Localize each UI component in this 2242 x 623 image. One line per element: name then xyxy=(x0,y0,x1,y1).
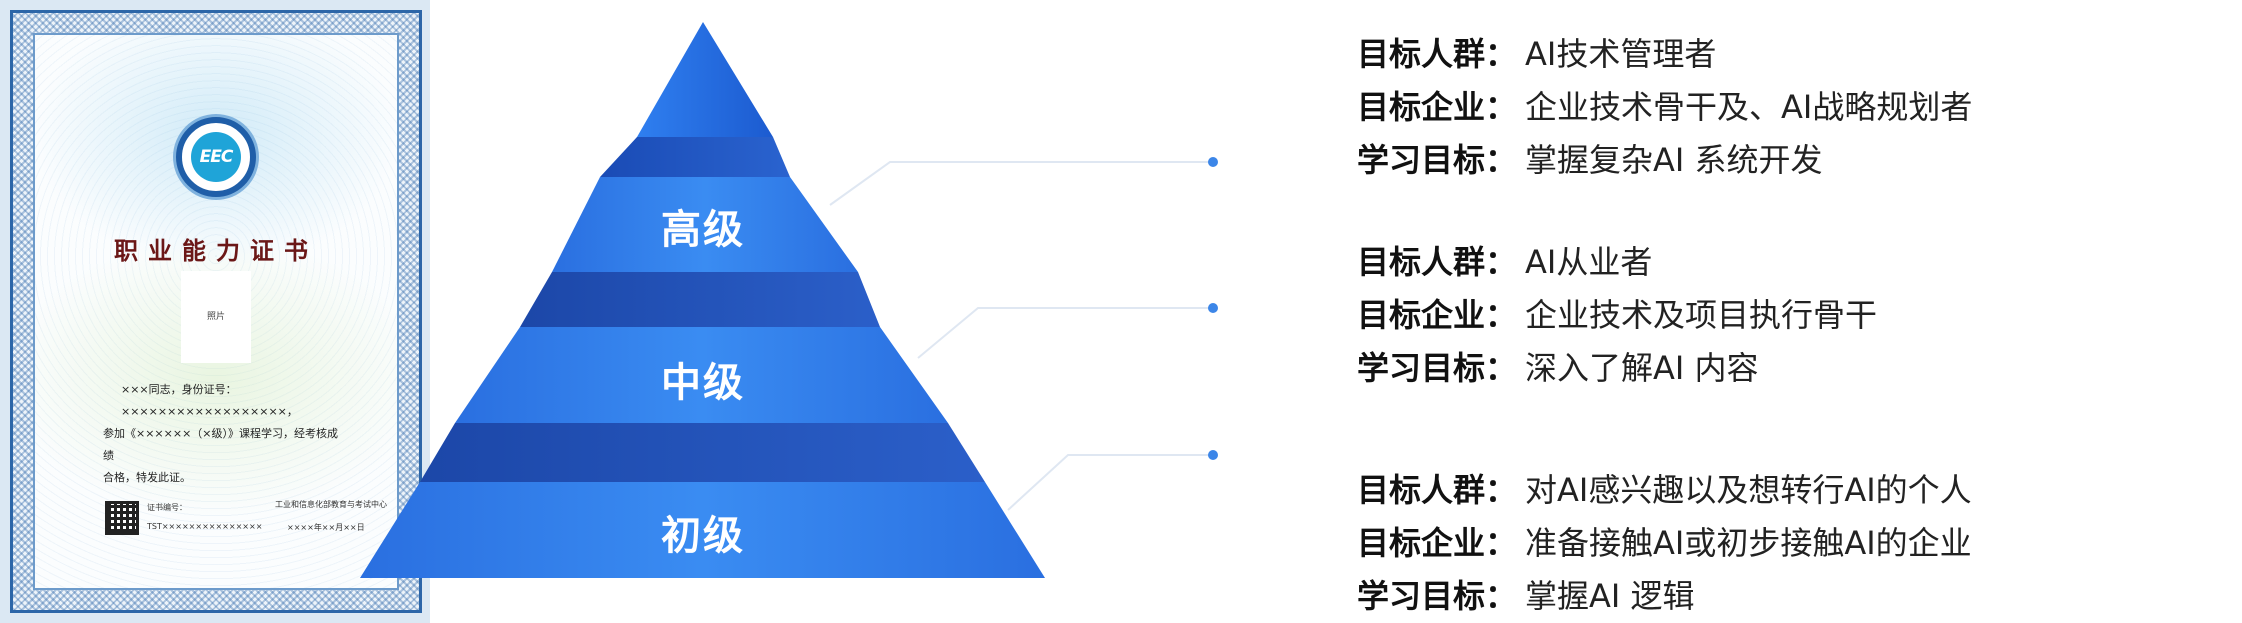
certificate-image: EEC 职业能力证书 照片 ×××同志，身份证号：×××××××××××××××… xyxy=(0,0,430,623)
info-row-audience: 目标人群：AI从业者 xyxy=(1357,236,2217,289)
info-block-intermediate: 目标人群：AI从业者 目标企业：企业技术及项目执行骨干 学习目标：深入了解AI … xyxy=(1357,236,2217,395)
pyramid-graphic xyxy=(360,22,1218,578)
seal-logo-text: EEC xyxy=(199,147,234,167)
certificate-issuer: 工业和信息化部教育与考试中心 xyxy=(275,500,387,509)
certificate-seal-logo: EEC xyxy=(176,117,256,197)
info-key: 目标企业： xyxy=(1357,88,1518,126)
info-value: AI技术管理者 xyxy=(1525,35,1717,73)
pyramid-tier-intermediate xyxy=(455,327,948,423)
certificate-body-line: 合格，特发此证。 xyxy=(103,471,191,484)
certificate-body-line: ×××同志，身份证号：××××××××××××××××××， xyxy=(121,383,298,418)
pyramid-tier-senior xyxy=(552,177,858,272)
info-block-senior: 目标人群：AI技术管理者 目标企业：企业技术骨干及、AI战略规划者 学习目标：掌… xyxy=(1357,28,2217,187)
certificate-number-label: 证书编号： xyxy=(147,503,187,512)
tier-label-intermediate: 中级 xyxy=(661,360,745,406)
info-value: 掌握复杂AI 系统开发 xyxy=(1525,141,1823,179)
info-value: AI从业者 xyxy=(1525,243,1653,281)
certificate-border: EEC 职业能力证书 照片 ×××同志，身份证号：×××××××××××××××… xyxy=(10,10,422,613)
pyramid-band xyxy=(520,272,880,327)
info-row-enterprise: 目标企业：企业技术骨干及、AI战略规划者 xyxy=(1357,81,2217,134)
info-value: 准备接触AI或初步接触AI的企业 xyxy=(1525,524,1972,562)
tier-label-senior: 高级 xyxy=(661,207,745,253)
info-key: 学习目标： xyxy=(1357,141,1518,179)
pyramid-band xyxy=(600,137,790,177)
level-pyramid: 高级 中级 初级 xyxy=(340,0,1240,623)
connector-line-beginner xyxy=(1007,454,1213,511)
info-value: 深入了解AI 内容 xyxy=(1525,349,1759,387)
info-row-goal: 学习目标：掌握复杂AI 系统开发 xyxy=(1357,134,2217,187)
info-key: 目标人群： xyxy=(1357,243,1518,281)
info-key: 目标企业： xyxy=(1357,524,1518,562)
info-row-audience: 目标人群：对AI感兴趣以及想转行AI的个人 xyxy=(1357,464,2217,517)
info-row-enterprise: 目标企业：准备接触AI或初步接触AI的企业 xyxy=(1357,517,2217,570)
certificate-title: 职业能力证书 xyxy=(114,237,318,265)
info-key: 目标人群： xyxy=(1357,471,1518,509)
info-key: 目标人群： xyxy=(1357,35,1518,73)
pyramid-tier-beginner xyxy=(360,482,1045,578)
certificate-body-line: 参加《××××××（×级）》课程学习，经考核成绩 xyxy=(103,427,339,462)
connector-dot-beginner xyxy=(1208,450,1218,460)
info-row-goal: 学习目标：掌握AI 逻辑 xyxy=(1357,570,2217,623)
connector-dot-senior xyxy=(1208,157,1218,167)
info-row-enterprise: 目标企业：企业技术及项目执行骨干 xyxy=(1357,289,2217,342)
certificate-issue-date: ××××年××月××日 xyxy=(287,523,365,532)
connector-line-intermediate xyxy=(917,307,1213,359)
photo-placeholder: 照片 xyxy=(181,271,251,363)
info-value: 企业技术及项目执行骨干 xyxy=(1525,296,1878,334)
photo-label: 照片 xyxy=(206,312,225,322)
info-key: 学习目标： xyxy=(1357,577,1518,615)
info-value: 对AI感兴趣以及想转行AI的个人 xyxy=(1525,471,1972,509)
info-key: 学习目标： xyxy=(1357,349,1518,387)
pyramid-band xyxy=(420,423,985,482)
info-row-audience: 目标人群：AI技术管理者 xyxy=(1357,28,2217,81)
certificate-inner: EEC 职业能力证书 照片 ×××同志，身份证号：×××××××××××××××… xyxy=(33,33,399,590)
tier-label-beginner: 初级 xyxy=(661,513,745,559)
info-key: 目标企业： xyxy=(1357,296,1518,334)
qr-code-icon xyxy=(105,501,139,535)
pyramid-apex xyxy=(637,22,773,137)
connector-dot-intermediate xyxy=(1208,303,1218,313)
connector-line-senior xyxy=(829,161,1213,206)
certificate-number: TST××××××××××××××× xyxy=(147,522,263,531)
info-value: 掌握AI 逻辑 xyxy=(1525,577,1695,615)
certificate-body: ×××同志，身份证号：××××××××××××××××××， 参加《××××××… xyxy=(103,379,349,489)
info-block-beginner: 目标人群：对AI感兴趣以及想转行AI的个人 目标企业：准备接触AI或初步接触AI… xyxy=(1357,464,2217,623)
info-row-goal: 学习目标：深入了解AI 内容 xyxy=(1357,342,2217,395)
info-value: 企业技术骨干及、AI战略规划者 xyxy=(1525,88,1973,126)
